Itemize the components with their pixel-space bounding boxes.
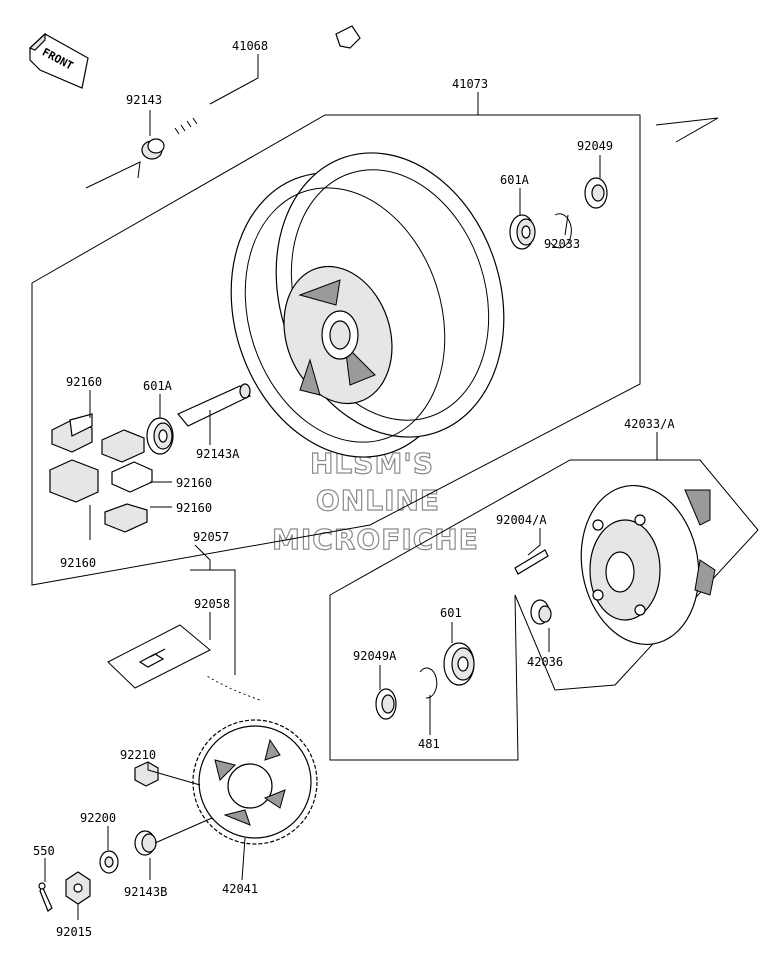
washer-92200: [99, 850, 119, 874]
wheel-41073: [230, 152, 505, 458]
nut-92015: [65, 871, 91, 905]
damper-92160-group: [49, 413, 153, 533]
label-92143b: 92143B: [124, 885, 167, 899]
label-92143: 92143: [126, 93, 162, 107]
label-92143a: 92143A: [196, 447, 240, 461]
axle: [163, 25, 361, 137]
bearing-601: [443, 642, 475, 686]
chain-92057: [204, 673, 261, 702]
front-arrow-icon: FRONT: [28, 32, 89, 89]
wheel-frame: [31, 114, 641, 586]
label-41073: 41073: [452, 77, 488, 91]
chain-link-92058: [107, 624, 211, 689]
nut-92210: [134, 761, 159, 787]
hub-frame: [329, 459, 759, 761]
label-41068: 41068: [232, 39, 268, 53]
label-92004a: 92004/A: [496, 513, 547, 527]
label-601a-mid: 601A: [143, 379, 173, 393]
watermark-line-2: ONLINE: [316, 484, 440, 517]
label-92033: 92033: [544, 237, 580, 251]
label-92160-a: 92160: [66, 375, 102, 389]
label-92210: 92210: [120, 748, 156, 762]
label-92015: 92015: [56, 925, 92, 939]
label-92058: 92058: [194, 597, 230, 611]
collar-42036: [530, 599, 552, 625]
collar-92143a: [177, 383, 252, 427]
label-481: 481: [418, 737, 440, 751]
circlip-92033: [550, 213, 572, 249]
label-92160-b: 92160: [176, 476, 212, 490]
cotter-pin-550: [38, 882, 53, 912]
sprocket-hub-42033a: [580, 484, 716, 646]
collar-92143b: [134, 830, 157, 856]
label-92057: 92057: [193, 530, 229, 544]
label-92160-c: 92160: [176, 501, 212, 515]
label-601: 601: [440, 606, 462, 620]
bearing-601a-mid: [146, 417, 174, 455]
label-42036: 42036: [527, 655, 563, 669]
label-92049: 92049: [577, 139, 613, 153]
label-92049a: 92049A: [353, 649, 397, 663]
collar-92143: [85, 138, 165, 189]
seal-92049: [584, 177, 608, 209]
leader-lines: [44, 54, 658, 920]
sprocket-42041: [192, 719, 318, 845]
label-550: 550: [33, 844, 55, 858]
watermark-line-3: MICROFICHE: [272, 523, 479, 556]
bearing-601a-top: [509, 214, 536, 250]
watermark: HLSM'S ONLINE MICROFICHE: [271, 446, 479, 556]
label-92200: 92200: [80, 811, 116, 825]
label-601a-top: 601A: [500, 173, 530, 187]
label-42041: 42041: [222, 882, 258, 896]
label-92160-d: 92160: [60, 556, 96, 570]
seal-92049a: [375, 688, 397, 720]
label-42033a: 42033/A: [624, 417, 675, 431]
stud-92004a: [514, 549, 549, 575]
circlip-481: [419, 667, 438, 699]
part-labels: 41068 92143 41073 92049 601A 92033 92160…: [33, 39, 675, 939]
